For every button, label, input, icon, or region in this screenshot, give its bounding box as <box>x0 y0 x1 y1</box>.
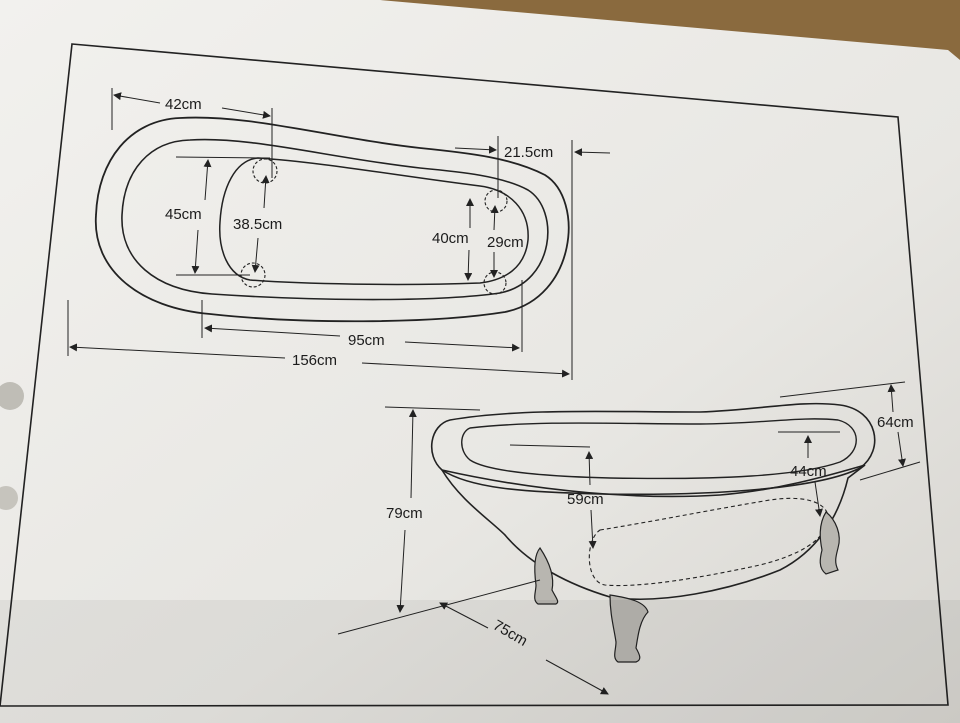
dim-inner-depth-end: 44cm <box>790 463 827 480</box>
binder-hole <box>0 486 18 510</box>
dim-end-height: 64cm <box>877 414 914 431</box>
top-view: 42cm 21.5cm 45cm 38.5cm 40cm 29cm 95cm 1… <box>67 88 611 380</box>
binder-hole <box>0 382 24 410</box>
claw-foot <box>534 547 559 605</box>
dim-inner-width-head: 38.5cm <box>233 216 282 233</box>
tub-rim-inner <box>461 418 857 480</box>
dim-rim-end: 21.5cm <box>504 144 553 161</box>
tub-rim-outer <box>430 402 876 496</box>
dim-overall-height: 79cm <box>386 505 423 522</box>
photo-shadow <box>0 600 960 723</box>
dim-inner-length: 95cm <box>348 332 385 349</box>
dim-outer-width: 45cm <box>165 206 202 223</box>
claw-foot <box>609 594 649 663</box>
dim-overall-length: 156cm <box>292 352 337 369</box>
tub-basin-dashed <box>588 497 829 587</box>
drain-marker <box>252 158 278 184</box>
dim-inner-width-foot: 40cm <box>432 230 469 247</box>
dim-width-head: 42cm <box>165 96 202 113</box>
tub-outer-rim <box>95 116 570 323</box>
tub-body <box>440 464 866 600</box>
claw-foot <box>819 511 840 575</box>
dim-inner-depth-mid: 59cm <box>567 491 604 508</box>
diagram-border <box>0 43 949 707</box>
dim-foot-gap: 29cm <box>487 234 524 251</box>
tub-basin-edge <box>219 157 529 286</box>
